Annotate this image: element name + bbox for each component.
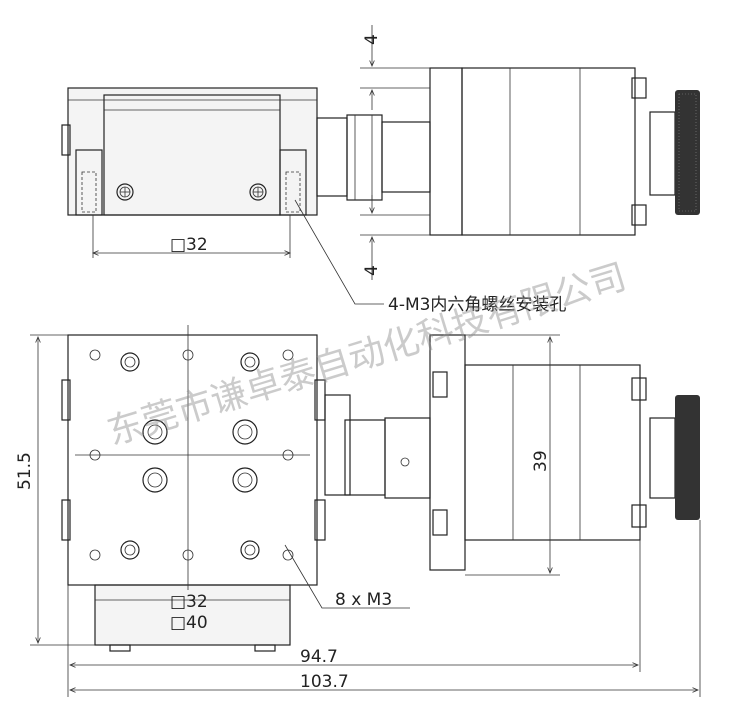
screw-icon	[116, 183, 134, 201]
dim-length-total: 103.7	[300, 672, 349, 692]
dim-length-stage: 94.7	[300, 647, 338, 667]
motor-body-top	[461, 67, 636, 236]
watermark: 东莞市谦卓泰自动化科技有限公司	[103, 257, 631, 454]
front-view: 51.5 39 8 x M3 □32 □40 94.7 103.7	[15, 325, 701, 697]
mount-boss-right	[279, 149, 307, 216]
hex-screws	[120, 352, 260, 560]
stage-body-top	[67, 87, 318, 216]
dim-gap-bottom: 4	[362, 265, 382, 276]
motor-body-front	[464, 364, 641, 541]
thread-note: 8 x M3	[335, 590, 392, 610]
dim-square-32-top: □32	[170, 235, 208, 255]
top-view: 4 4 □32 4-M3内六角螺丝安装孔	[61, 25, 700, 315]
dim-square-32: □32	[170, 592, 208, 612]
dim-square-40: □40	[170, 613, 208, 633]
base-plate	[94, 584, 291, 646]
dim-height: 51.5	[15, 452, 35, 490]
stage-body-front	[67, 334, 318, 586]
dim-motor: 39	[531, 450, 551, 472]
knob-icon	[675, 395, 700, 520]
mount-boss-left	[75, 149, 103, 216]
screw-icon	[249, 183, 267, 201]
knob-icon	[675, 90, 700, 215]
dim-gap-top: 4	[362, 34, 382, 45]
motor-flange-top	[429, 67, 463, 236]
mount-hole-note: 4-M3内六角螺丝安装孔	[388, 295, 566, 315]
